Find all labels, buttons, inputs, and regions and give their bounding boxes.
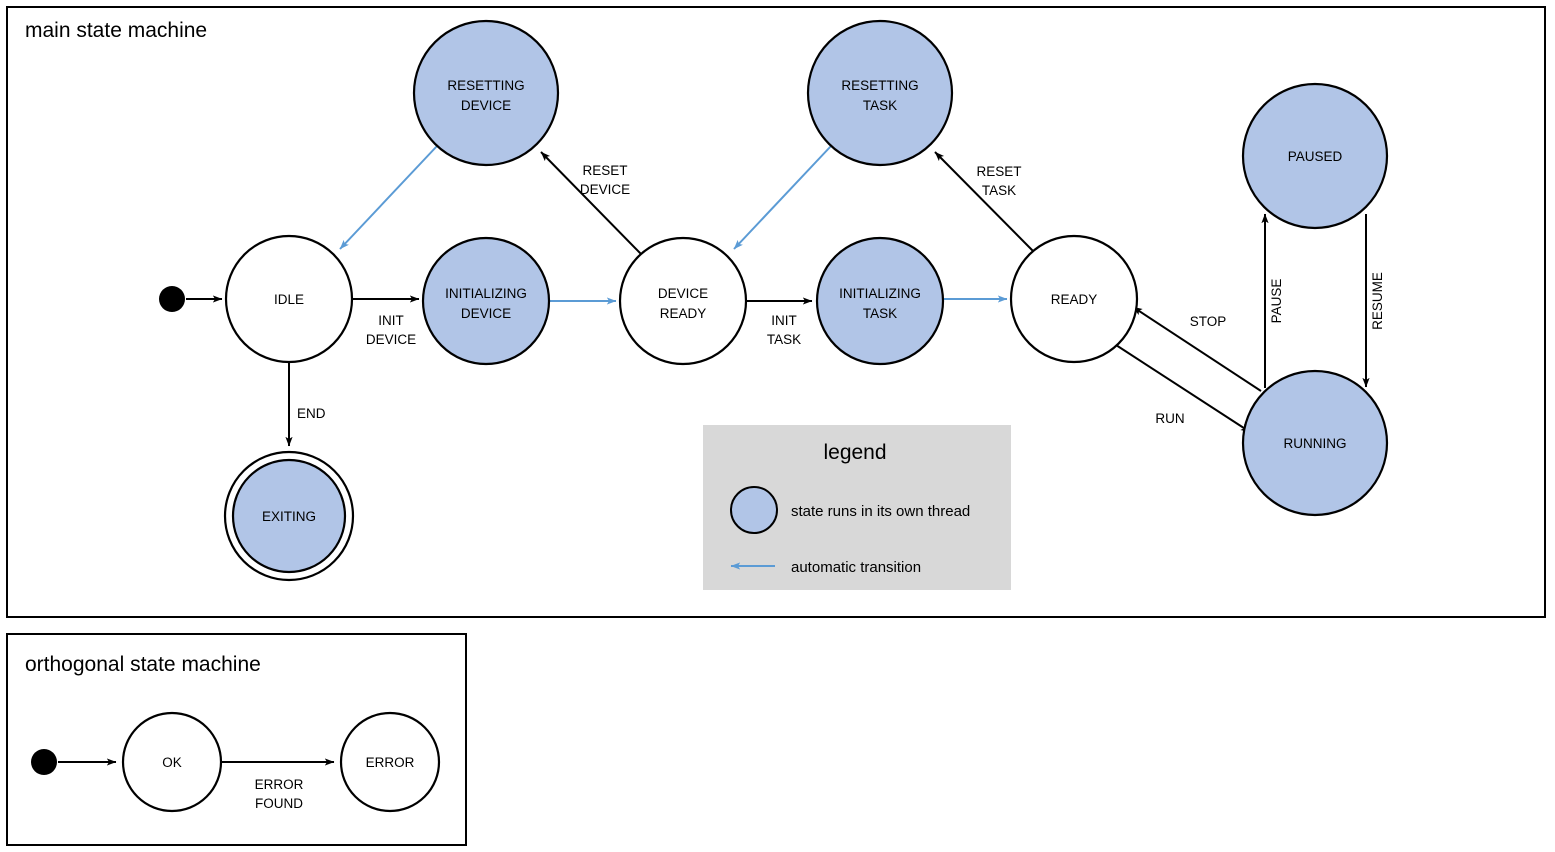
edge-label-reset-device-line1: RESET — [582, 163, 627, 178]
transition-running-to-paused: PAUSE — [1261, 213, 1284, 388]
transition-ready-to-running: RUN — [1115, 344, 1251, 433]
state-resetting-device-label-line2: DEVICE — [461, 98, 511, 113]
state-idle[interactable]: IDLE — [224, 234, 354, 364]
transition-resetting-task-to-device-ready — [733, 145, 832, 250]
legend: legend state runs in its own thread auto… — [703, 425, 1011, 590]
state-device-ready[interactable]: DEVICE READY — [618, 236, 748, 366]
state-initializing-device-label-line1: INITIALIZING — [445, 286, 527, 301]
state-error-label: ERROR — [366, 755, 415, 770]
legend-thread-state-swatch — [730, 486, 778, 534]
state-initializing-task[interactable]: INITIALIZING TASK — [815, 236, 945, 366]
state-resetting-task[interactable]: RESETTING TASK — [806, 19, 954, 167]
edge-label-end: END — [297, 406, 326, 421]
state-resetting-task-label-line1: RESETTING — [841, 78, 918, 93]
initial-state-marker — [159, 286, 185, 312]
state-exiting-label: EXITING — [262, 509, 316, 524]
edge-label-reset-task-line2: TASK — [982, 183, 1016, 198]
state-initializing-device-label-line2: DEVICE — [461, 306, 511, 321]
transition-ok-to-error: ERROR FOUND — [221, 758, 335, 811]
state-ok[interactable]: OK — [121, 711, 223, 813]
edge-label-run: RUN — [1155, 411, 1184, 426]
state-device-ready-label-line2: READY — [660, 306, 707, 321]
state-resetting-device-label-line1: RESETTING — [447, 78, 524, 93]
state-ready-label: READY — [1051, 292, 1098, 307]
legend-thread-state-text: state runs in its own thread — [791, 503, 970, 520]
transition-device-ready-to-resetting-device: RESET DEVICE — [540, 151, 642, 255]
state-initializing-task-label-line1: INITIALIZING — [839, 286, 921, 301]
transition-paused-to-running: RESUME — [1362, 214, 1385, 388]
state-running[interactable]: RUNNING — [1241, 369, 1389, 517]
edge-label-error-found-line2: FOUND — [255, 796, 303, 811]
state-error[interactable]: ERROR — [339, 711, 441, 813]
final-state-inner-circle — [231, 458, 347, 574]
state-paused[interactable]: PAUSED — [1241, 82, 1389, 230]
edge-label-init-task-line2: TASK — [767, 332, 801, 347]
edge-label-reset-device-line2: DEVICE — [580, 182, 630, 197]
state-ok-label: OK — [162, 755, 182, 770]
state-exiting[interactable]: EXITING — [223, 450, 355, 582]
edge-label-init-device-line2: DEVICE — [366, 332, 416, 347]
state-idle-label: IDLE — [274, 292, 304, 307]
orthogonal-state-machine-title: orthogonal state machine — [25, 653, 261, 676]
legend-automatic-transition-text: automatic transition — [791, 559, 921, 576]
orthogonal-initial-state-marker — [31, 749, 57, 775]
state-running-label: RUNNING — [1284, 436, 1347, 451]
transition-device-ready-to-initializing-task: INIT TASK — [747, 297, 813, 347]
legend-title: legend — [823, 441, 886, 464]
edge-label-reset-task-line1: RESET — [976, 164, 1021, 179]
state-device-ready-label-line1: DEVICE — [658, 286, 708, 301]
state-paused-label: PAUSED — [1288, 149, 1343, 164]
state-resetting-device[interactable]: RESETTING DEVICE — [412, 19, 560, 167]
edge-label-init-device-line1: INIT — [378, 313, 404, 328]
state-ready[interactable]: READY — [1009, 234, 1139, 364]
edge-label-init-task-line1: INIT — [771, 313, 797, 328]
state-initializing-task-label-line2: TASK — [863, 306, 897, 321]
transition-idle-to-exiting: END — [285, 362, 326, 447]
edge-label-stop: STOP — [1190, 314, 1227, 329]
transition-resetting-device-to-idle — [339, 145, 438, 250]
edge-label-error-found-line1: ERROR — [255, 777, 304, 792]
edge-label-pause: PAUSE — [1269, 279, 1284, 324]
transition-ready-to-resetting-task: RESET TASK — [934, 151, 1035, 253]
state-initializing-device[interactable]: INITIALIZING DEVICE — [421, 236, 551, 366]
transition-idle-to-initializing-device: INIT DEVICE — [353, 295, 420, 347]
edge-label-resume: RESUME — [1370, 272, 1385, 330]
main-state-machine-title: main state machine — [25, 19, 207, 42]
state-resetting-task-label-line2: TASK — [863, 98, 897, 113]
transition-running-to-ready: STOP — [1132, 306, 1262, 392]
